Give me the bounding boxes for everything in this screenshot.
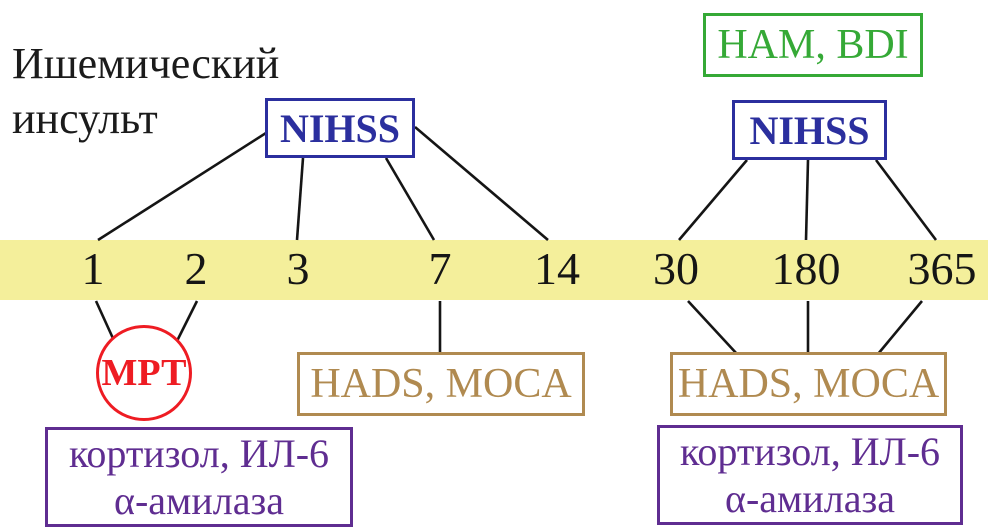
biomarkers-right-line1: кортизол, ИЛ-6	[679, 429, 941, 474]
mrt-circle: МРТ	[96, 325, 192, 421]
timeline-day-1: 1	[81, 243, 105, 294]
timeline-day-3: 3	[286, 243, 310, 294]
timeline-day-180: 180	[771, 243, 841, 294]
page-title-line1: Ишемический	[12, 39, 280, 88]
hads-moca-box-left: HADS, MOCA	[297, 352, 585, 416]
biomarkers-right-line2: α-амилаза	[724, 476, 896, 521]
timeline-band	[0, 240, 988, 300]
timeline-day-7: 7	[428, 243, 452, 294]
nihss-box-right: NIHSS	[732, 100, 887, 160]
page-title: Ишемический инсульт	[12, 36, 279, 146]
timeline-day-14: 14	[534, 243, 580, 294]
ham-bdi-box: HAM, BDI	[703, 13, 923, 77]
biomarkers-box-left: кортизол, ИЛ-6 α-амилаза	[45, 427, 353, 527]
page-title-line2: инсульт	[12, 94, 158, 143]
timeline-day-365: 365	[907, 243, 977, 294]
biomarkers-left-line2: α-амилаза	[113, 478, 285, 523]
timeline-day-2: 2	[184, 243, 208, 294]
nihss-box-left: NIHSS	[265, 98, 415, 158]
hads-moca-box-right: HADS, MOCA	[670, 352, 947, 416]
timeline-day-30: 30	[653, 243, 699, 294]
biomarkers-box-right: кортизол, ИЛ-6 α-амилаза	[657, 425, 963, 525]
biomarkers-left-line1: кортизол, ИЛ-6	[68, 431, 330, 476]
